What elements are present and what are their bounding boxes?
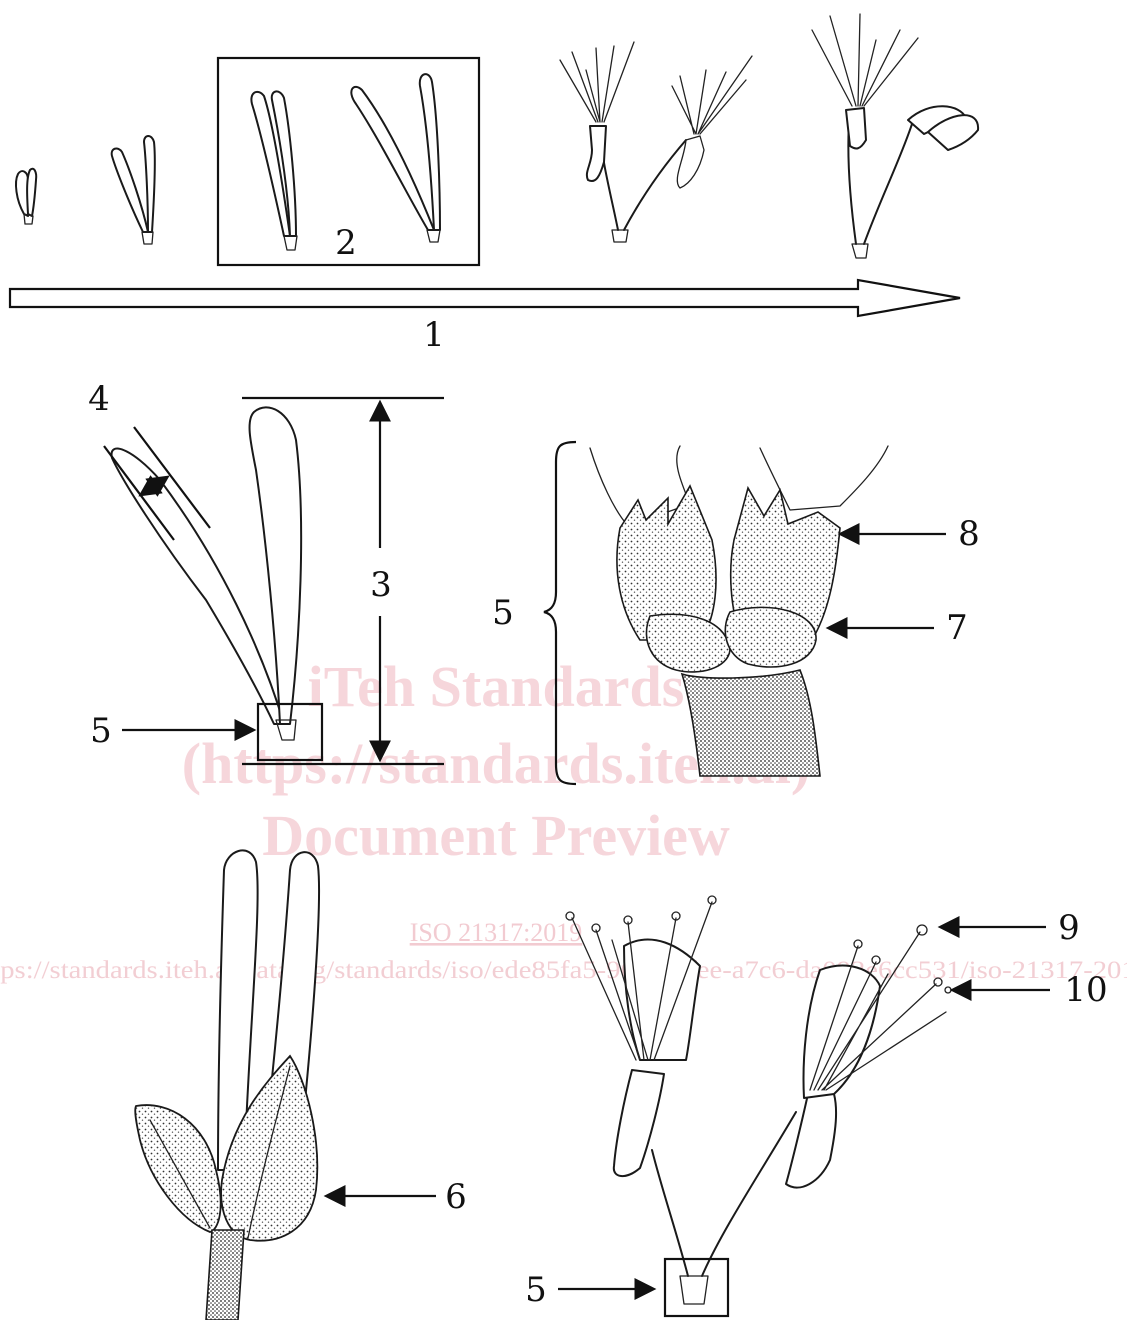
watermark-title: iTeh Standards — [308, 654, 685, 719]
label-3: 3 — [370, 565, 392, 605]
flower-calyx-box — [665, 1259, 728, 1316]
label-1: 1 — [423, 315, 445, 355]
stage-5-open-flowers — [812, 14, 978, 258]
label-10: 10 — [1064, 970, 1107, 1010]
stage-1-bud — [16, 169, 36, 224]
stage-2-bud — [112, 136, 155, 244]
label-5-detail: 5 — [492, 593, 514, 633]
label-5-top: 5 — [90, 711, 112, 751]
label-4: 4 — [88, 379, 110, 419]
label-5-flower: 5 — [525, 1270, 547, 1310]
development-arrow: 1 — [10, 280, 960, 355]
watermark-iso: ISO 21317:2019 — [410, 918, 583, 947]
watermark: iTeh Standards (https://standards.iteh.a… — [0, 654, 1127, 984]
label-8: 8 — [958, 514, 980, 554]
watermark-catalog-url: https://standards.iteh.ai/catalog/standa… — [0, 957, 1127, 984]
stage-3-boxed: 2 — [218, 58, 479, 265]
label-6: 6 — [445, 1177, 467, 1217]
label-7: 7 — [946, 608, 968, 648]
watermark-preview: Document Preview — [262, 803, 730, 868]
label-2: 2 — [335, 223, 357, 263]
label-9: 9 — [1058, 908, 1080, 948]
stage-4-opening-flowers — [560, 42, 752, 242]
